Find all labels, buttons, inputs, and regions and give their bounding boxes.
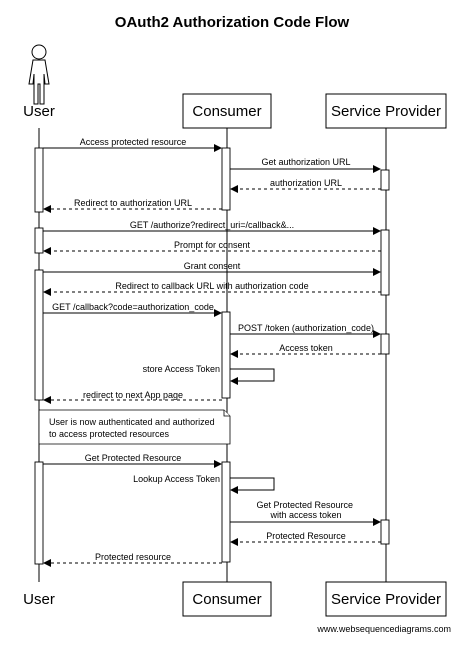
note-box: User is now authenticated and authorized… [38,409,231,445]
message-label: redirect to next App page [83,390,183,400]
activation-user-1 [34,147,44,213]
arrowhead [230,377,238,385]
activation-user-3 [34,269,44,401]
activation-consumer-1 [221,147,231,211]
message-label: Access token [279,343,333,353]
message-label: GET /callback?code=authorization_code [52,302,214,312]
participant-consumer-bottom-box [182,581,272,617]
activation-provider-3 [380,333,390,355]
participant-user-bottom: User [23,591,55,608]
participant-provider-top-box [325,93,447,129]
participant-user-top: User [23,103,55,120]
arrowhead [43,559,51,567]
self-message-arrow [230,477,275,491]
activation-consumer-2 [221,311,231,399]
note-line-1: User is now authenticated and authorized [49,417,215,427]
arrowhead [43,288,51,296]
message-label: Lookup Access Token [133,474,220,484]
arrowhead [230,350,238,358]
message-label: Grant consent [184,261,241,271]
activation-provider-4 [380,519,390,545]
arrowhead [214,460,222,468]
note-line-2: to access protected resources [49,429,170,439]
arrowhead [43,396,51,404]
arrowhead [43,247,51,255]
arrowhead [230,486,238,494]
activation-provider-2 [380,229,390,296]
message-label: Get Protected Resource with access token [256,500,355,520]
arrowhead [230,185,238,193]
message-label-line-1: Get Protected Resource [256,500,353,510]
diagram-title: OAuth2 Authorization Code Flow [115,14,350,31]
participant-provider-bottom: Service Provider [331,591,441,608]
message-label: GET /authorize?redirect_uri=/callback&..… [130,220,294,230]
arrowhead [373,518,381,526]
activation-consumer-3 [221,461,231,563]
message-label: Get Protected Resource [85,453,182,463]
arrowhead [373,330,381,338]
arrowhead [214,309,222,317]
arrowhead [214,144,222,152]
participant-consumer-bottom: Consumer [192,591,261,608]
arrowhead [43,205,51,213]
message-label: Access protected resource [80,137,187,147]
activation-user-4 [34,461,44,565]
arrowhead [230,538,238,546]
message-label-line-2: with access token [269,510,341,520]
message-label: POST /token (authorization_code) [238,323,374,333]
activation-user-2 [34,227,44,254]
message-label: store Access Token [143,364,220,374]
self-message-arrow [230,368,275,382]
participant-consumer-top-box [182,93,272,129]
message-label: Protected resource [95,552,171,562]
arrowhead [373,268,381,276]
participant-provider-top: Service Provider [331,103,441,120]
message-label: Redirect to authorization URL [74,198,192,208]
message-label: Prompt for consent [174,240,251,250]
user-actor-icon [28,44,50,105]
activation-bars [34,147,390,565]
message-label: authorization URL [270,178,342,188]
message-label: Redirect to callback URL with authorizat… [115,281,308,291]
message-label: Get authorization URL [261,157,350,167]
participant-consumer-top: Consumer [192,103,261,120]
footer-watermark: www.websequencediagrams.com [316,624,451,634]
arrowhead [373,227,381,235]
arrowhead [373,165,381,173]
activation-provider-1 [380,169,390,191]
message-label: Protected Resource [266,531,346,541]
participant-provider-bottom-box [325,581,447,617]
